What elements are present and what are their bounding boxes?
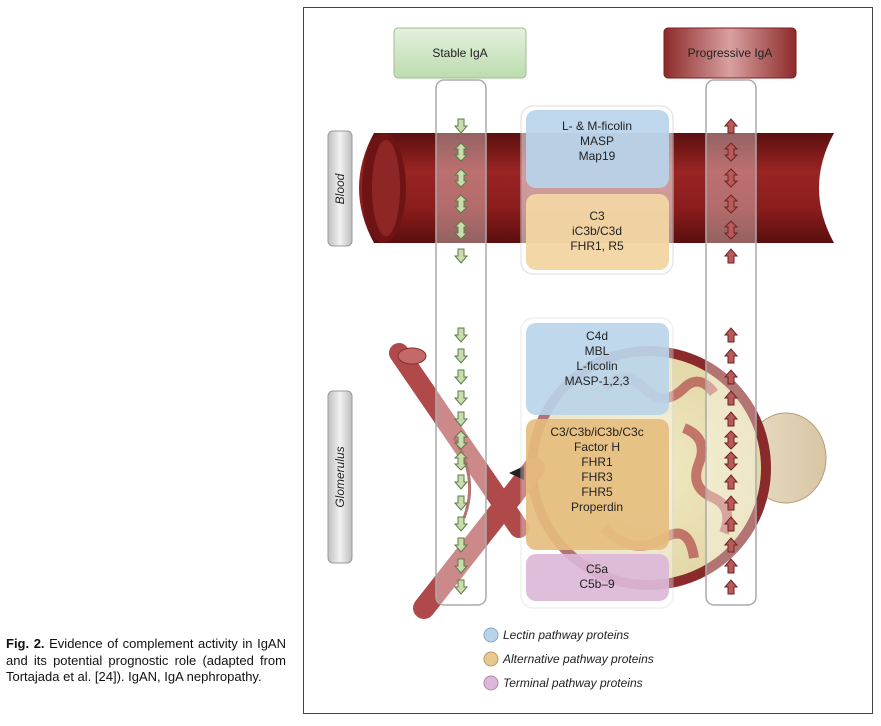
blood-alternative-item: C3: [589, 209, 605, 223]
progressive-arrow-updown-icon: [723, 194, 739, 214]
stable-header: [393, 27, 527, 79]
glom-alternative-item: FHR5: [581, 485, 613, 499]
legend-label-terminal: Terminal pathway proteins: [503, 676, 643, 690]
stable-arrow-updown-icon: [453, 451, 469, 471]
stable-arrow-updown-icon: [453, 430, 469, 450]
blood-alternative-item: iC3b/C3d: [572, 224, 622, 238]
blood-lectin-item: Map19: [579, 149, 616, 163]
glom-lectin-item: MASP-1,2,3: [565, 374, 630, 388]
progressive-header: [663, 27, 797, 79]
legend-label-alternative: Alternative pathway proteins: [502, 652, 654, 666]
stable-arrow-down-icon: [453, 369, 469, 385]
stable-arrow-down-icon: [453, 248, 469, 264]
glom-alternative-item: FHR1: [581, 455, 613, 469]
progressive-arrow-up-icon: [723, 516, 739, 532]
central-column: [520, 105, 674, 609]
progressive-arrow-updown-icon: [723, 220, 739, 240]
arrow-layer: [453, 118, 739, 595]
stable-arrow-updown-icon: [453, 168, 469, 188]
progressive-arrow-up-icon: [723, 495, 739, 511]
stable-header-label: Stable IgA: [432, 46, 487, 60]
glom-terminal-item: C5a: [586, 562, 608, 576]
stable-arrow-down-icon: [453, 579, 469, 595]
legend-swatch-lectin: [483, 627, 499, 643]
glomerulus-label: Glomerulus: [333, 446, 347, 507]
stable-arrow-down-icon: [453, 348, 469, 364]
progressive-arrow-up-icon: [723, 118, 739, 134]
progressive-arrow-up-icon: [723, 579, 739, 595]
progressive-arrow-updown-icon: [723, 451, 739, 471]
complement-diagram: Stable IgA Progressive IgA Blood Glomeru…: [327, 27, 834, 691]
progressive-header-label: Progressive IgA: [688, 46, 773, 60]
glom-lectin-item: MBL: [585, 344, 610, 358]
legend-swatch-alternative: [483, 651, 499, 667]
progressive-arrow-up-icon: [723, 369, 739, 385]
stable-arrow-down-icon: [453, 558, 469, 574]
blood-lectin-item: L- & M-ficolin: [562, 119, 632, 133]
glom-alternative-item: FHR3: [581, 470, 613, 484]
stable-arrow-down-icon: [453, 390, 469, 406]
progressive-arrow-updown-icon: [723, 142, 739, 162]
stable-arrow-down-icon: [453, 495, 469, 511]
blood-lectin-text: L- & M-ficolin MASP Map19: [562, 119, 632, 163]
caption-figure-number: Fig. 2.: [6, 636, 45, 651]
progressive-arrow-up-icon: [723, 390, 739, 406]
stable-arrow-down-icon: [453, 516, 469, 532]
caption-text: Evidence of complement activity in IgAN …: [6, 636, 286, 684]
stable-arrow-updown-icon: [453, 194, 469, 214]
legend: Lectin pathway proteins Alternative path…: [483, 627, 654, 691]
legend-swatch-terminal: [483, 675, 499, 691]
glom-alternative-item: Factor H: [574, 440, 620, 454]
blood-side-tab: [327, 130, 353, 247]
stable-arrow-down-icon: [453, 411, 469, 427]
glom-lectin-item: C4d: [586, 329, 608, 343]
blood-lectin-item: MASP: [580, 134, 614, 148]
stable-arrow-down-icon: [453, 474, 469, 490]
progressive-arrow-updown-icon: [723, 430, 739, 450]
glom-alternative-text: C3/C3b/iC3b/C3c Factor H FHR1 FHR3 FHR5 …: [550, 425, 643, 514]
progressive-arrow-up-icon: [723, 327, 739, 343]
glom-terminal-text: C5a C5b–9: [579, 562, 615, 591]
glom-terminal-item: C5b–9: [579, 577, 615, 591]
glomerulus-side-tab: [327, 390, 353, 564]
stable-arrow-updown-icon: [453, 220, 469, 240]
progressive-arrow-up-icon: [723, 537, 739, 553]
progressive-arrow-up-icon: [723, 558, 739, 574]
stable-arrow-down-icon: [453, 327, 469, 343]
progressive-arrow-up-icon: [723, 248, 739, 264]
glom-lectin-text: C4d MBL L-ficolin MASP-1,2,3: [565, 329, 630, 388]
progressive-arrow-updown-icon: [723, 168, 739, 188]
legend-label-lectin: Lectin pathway proteins: [503, 628, 629, 642]
glom-alternative-item: Properdin: [571, 500, 623, 514]
figure-caption: Fig. 2. Evidence of complement activity …: [6, 636, 286, 686]
glom-lectin-item: L-ficolin: [576, 359, 617, 373]
blood-label: Blood: [333, 173, 347, 204]
glom-alternative-item: C3/C3b/iC3b/C3c: [550, 425, 643, 439]
progressive-arrow-up-icon: [723, 474, 739, 490]
progressive-arrow-up-icon: [723, 348, 739, 364]
blood-alternative-item: FHR1, R5: [570, 239, 624, 253]
blood-alternative-text: C3 iC3b/C3d FHR1, R5: [570, 209, 624, 253]
stable-arrow-down-icon: [453, 537, 469, 553]
stable-arrow-down-icon: [453, 118, 469, 134]
stable-arrow-updown-icon: [453, 142, 469, 162]
progressive-arrow-up-icon: [723, 411, 739, 427]
